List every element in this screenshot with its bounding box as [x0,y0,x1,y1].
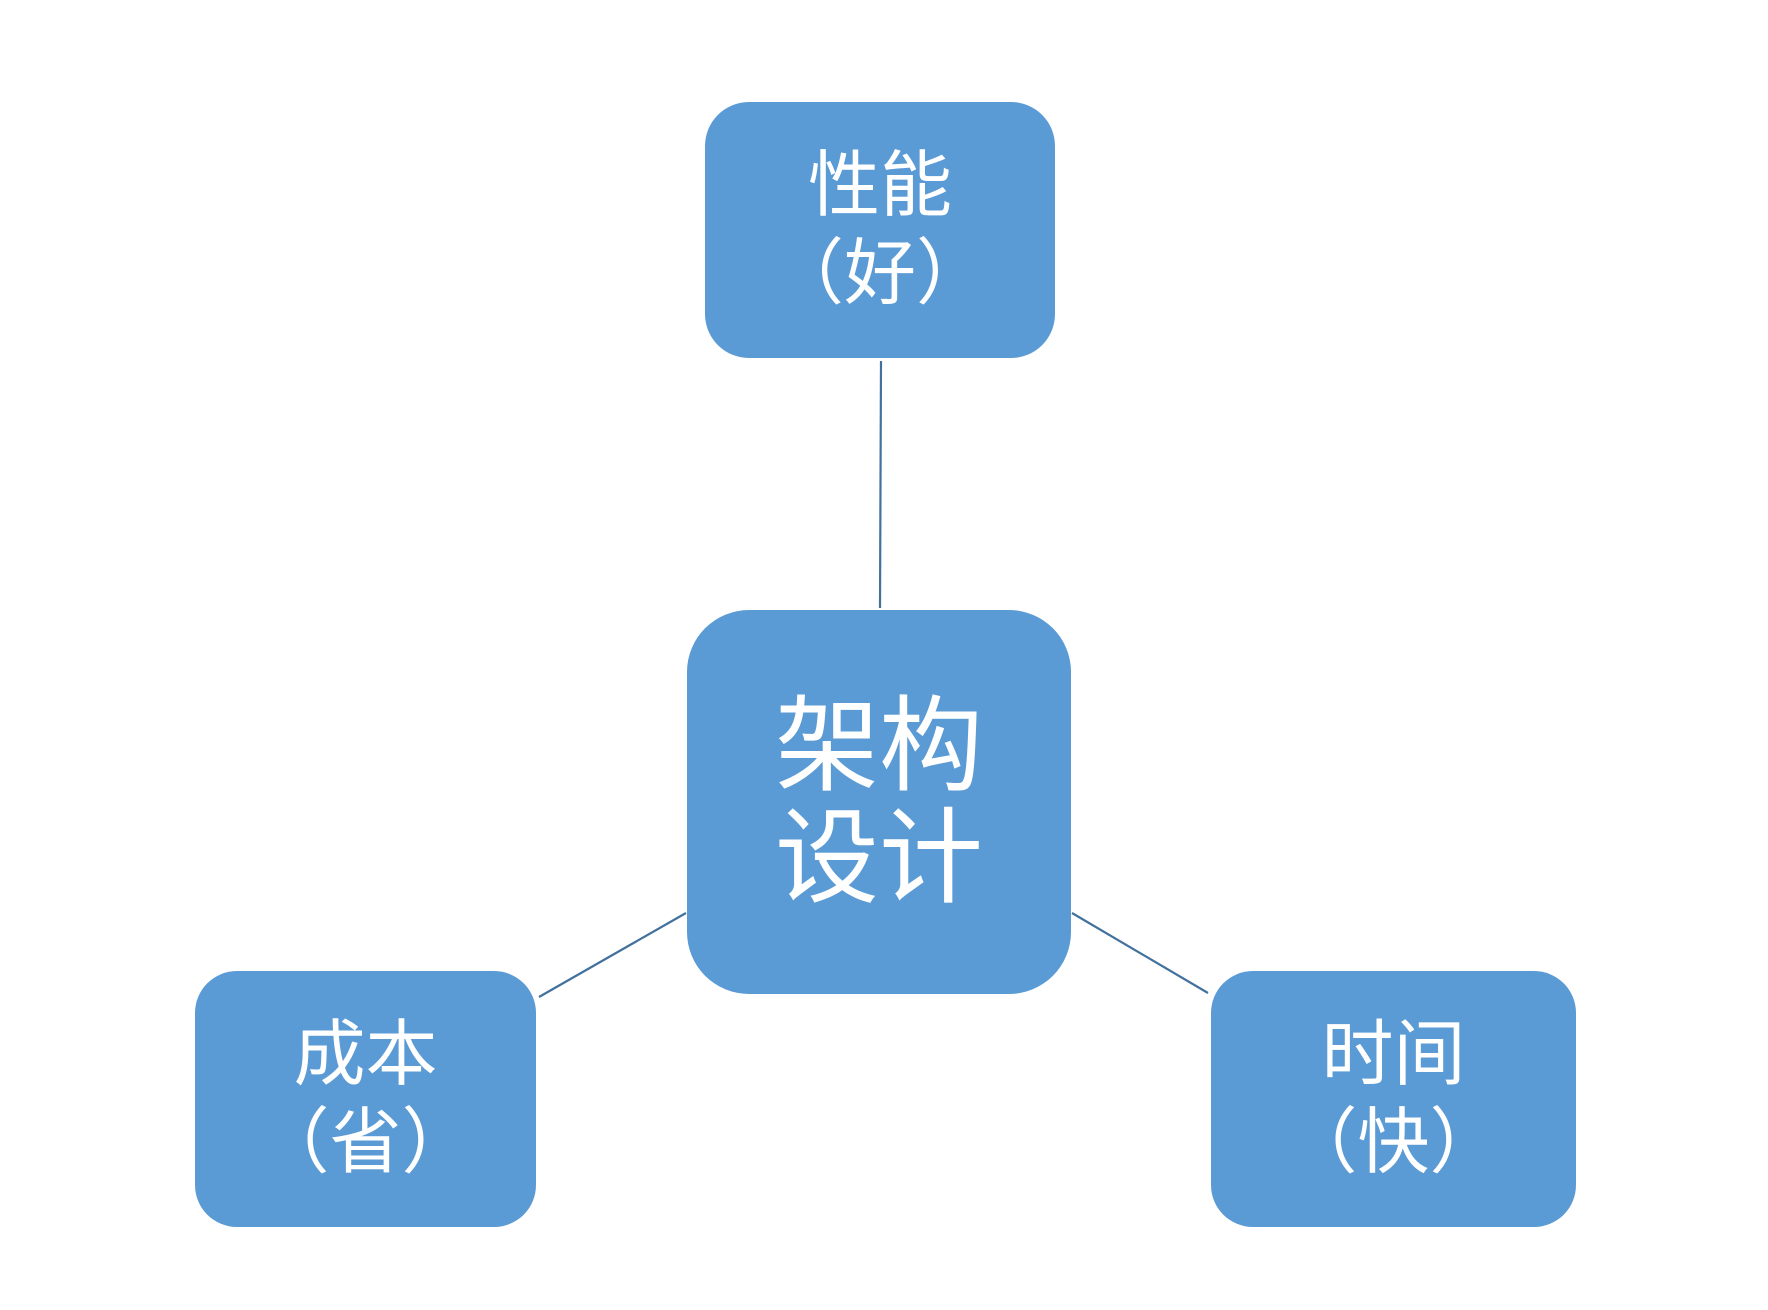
node-cost: 成本 （省） [195,971,536,1227]
connector-left [538,912,687,998]
node-performance-sub: （好） [771,231,988,315]
node-architecture-line1: 架构 [774,684,983,807]
node-time-sub: （快） [1285,1100,1502,1184]
node-architecture-design: 架构 设计 [687,610,1071,994]
node-performance: 性能 （好） [705,102,1055,358]
node-architecture-line2: 设计 [774,797,983,919]
node-time: 时间 （快） [1211,971,1576,1227]
node-cost-label: 成本 [293,1012,438,1097]
node-time-label: 时间 [1321,1012,1466,1097]
node-performance-label: 性能 [807,143,952,228]
connector-top [878,360,883,609]
node-cost-sub: （省） [257,1100,474,1184]
connector-right [1071,912,1209,994]
